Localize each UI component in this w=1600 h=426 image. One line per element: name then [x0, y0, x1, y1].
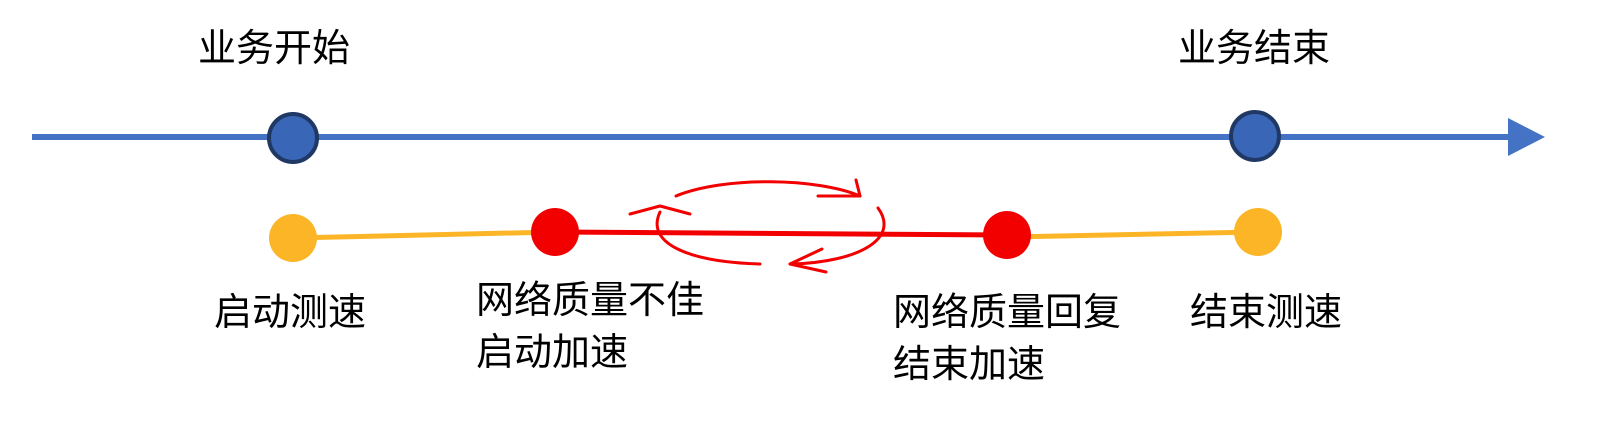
network-recovered-node — [983, 211, 1031, 259]
business-end-node — [1229, 110, 1281, 162]
poor-network-node — [531, 208, 579, 256]
acceleration-segment — [554, 229, 1008, 238]
start-speedtest-label: 启动测速 — [214, 290, 367, 334]
poor-network-label: 网络质量不佳 启动加速 — [476, 278, 705, 374]
end-speedtest-label: 结束测速 — [1190, 290, 1343, 334]
speedtest-segment-end — [1006, 229, 1259, 240]
start-speedtest-node — [269, 214, 317, 262]
business-start-node — [267, 112, 319, 164]
end-speedtest-node — [1234, 208, 1282, 256]
business-end-label: 业务结束 — [1178, 26, 1331, 70]
network-recovered-label: 网络质量回复 结束加速 — [893, 290, 1122, 386]
timeline-arrowhead — [1508, 118, 1545, 156]
business-start-label: 业务开始 — [198, 26, 351, 70]
speedtest-segment-start — [292, 229, 556, 241]
acceleration-cycle-icon — [628, 178, 886, 274]
